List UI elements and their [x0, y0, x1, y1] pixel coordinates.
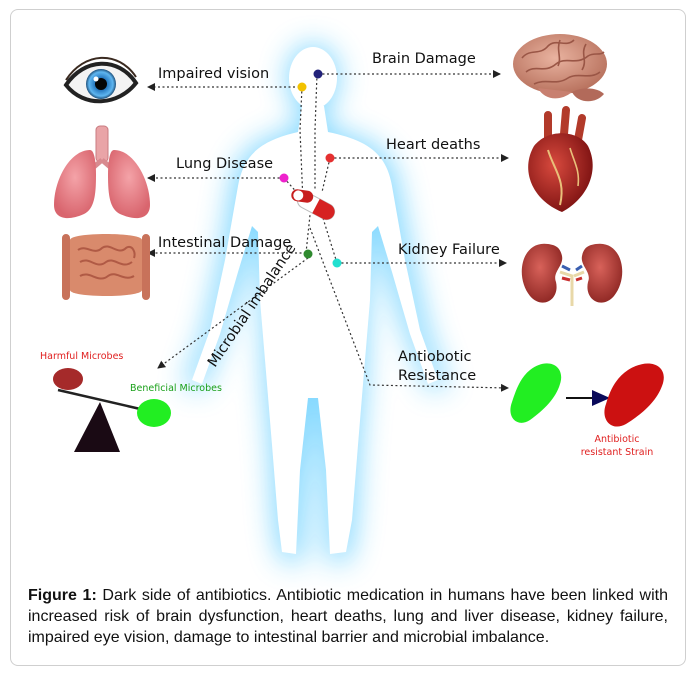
- figure-caption: Figure 1: Dark side of antibiotics. Anti…: [28, 585, 668, 648]
- heart-dot: [326, 154, 335, 163]
- human-silhouette: [184, 44, 448, 564]
- beneficial-microbe: [137, 399, 171, 427]
- brain-dot: [314, 70, 323, 79]
- sensitive-strain: [510, 363, 561, 422]
- kidney-dot: [333, 259, 342, 268]
- resistant-strain-label-1: Antibiotic: [595, 434, 640, 445]
- antibiotic-resistance-label-1: Antiobotic: [398, 349, 471, 365]
- caption-text: Dark side of antibiotics. Antibiotic med…: [28, 587, 668, 646]
- antibiotic-resistance-label-2: Resistance: [398, 368, 476, 384]
- figure-label: Figure 1:: [28, 587, 97, 604]
- heart-icon: [528, 110, 592, 212]
- kidneys-icon: [522, 244, 622, 306]
- brain-damage-label: Brain Damage: [372, 51, 476, 67]
- brain-icon: [513, 34, 607, 101]
- intestine-dot: [304, 250, 313, 259]
- eye-icon: [66, 58, 136, 101]
- lungs-icon: [54, 126, 150, 218]
- resistant-strain-label-2: resistant Strain: [581, 447, 654, 458]
- harmful-microbes-label: Harmful Microbes: [40, 351, 123, 362]
- impaired-vision-label: Impaired vision: [158, 66, 269, 82]
- lung-disease-label: Lung Disease: [176, 156, 273, 172]
- lung-dot: [280, 174, 289, 183]
- seesaw-icon: [53, 368, 171, 452]
- intestines-icon: [66, 234, 146, 296]
- intestinal-damage-label: Intestinal Damage: [158, 235, 291, 251]
- vision-dot: [298, 83, 307, 92]
- beneficial-microbes-label: Beneficial Microbes: [130, 383, 222, 394]
- kidney-failure-label: Kidney Failure: [398, 242, 500, 258]
- heart-deaths-label: Heart deaths: [386, 137, 480, 153]
- harmful-microbe: [53, 368, 83, 390]
- resistance-icon: [510, 363, 663, 426]
- resistant-strain: [604, 363, 663, 426]
